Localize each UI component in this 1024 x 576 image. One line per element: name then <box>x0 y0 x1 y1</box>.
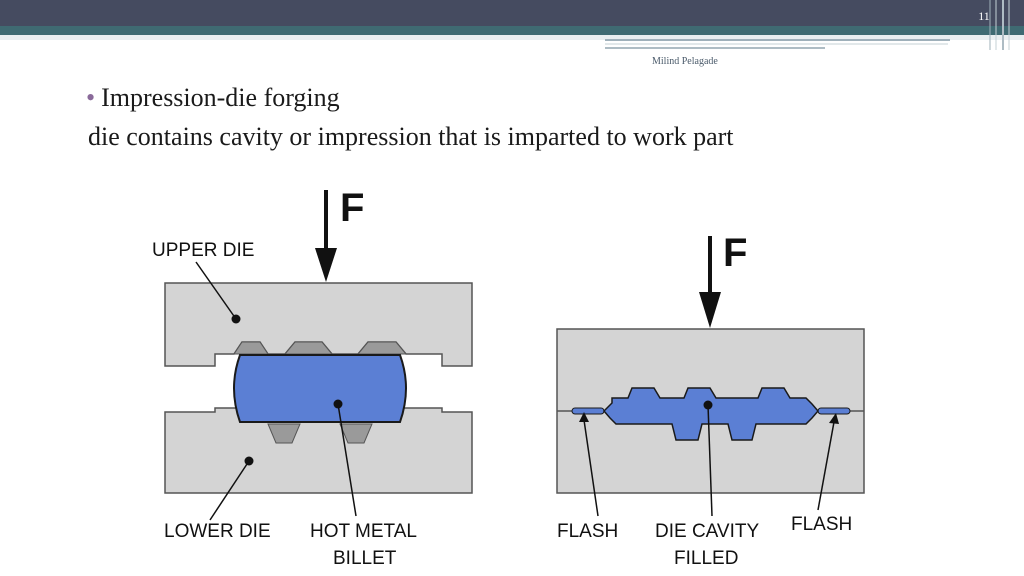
body-text: die contains cavity or impression that i… <box>88 122 734 151</box>
label-flash-right: FLASH <box>791 514 852 535</box>
label-upper-die: UPPER DIE <box>152 240 254 261</box>
flash-right <box>817 407 851 415</box>
force-label-left: F <box>340 186 364 230</box>
force-arrow-left <box>315 190 337 282</box>
label-cavity-line2: FILLED <box>674 548 738 569</box>
label-billet-line1: HOT METAL <box>310 521 417 542</box>
force-label-right: F <box>723 231 747 275</box>
bullet-icon: • <box>86 83 96 112</box>
label-billet-line2: BILLET <box>333 548 397 569</box>
hot-metal-billet <box>233 354 407 423</box>
bullet-item: •Impression-die forging <box>86 83 340 113</box>
die-cavity-filled <box>602 387 819 441</box>
force-arrow-right <box>699 236 721 328</box>
left-diagram: F UPPER DIE LOWER DIE HOT METAL BILLET <box>152 186 473 569</box>
label-lower-die: LOWER DIE <box>164 521 271 542</box>
flash-left <box>571 407 605 415</box>
right-diagram: F FLASH FLASH DIE CAVITY FILLED <box>556 231 865 569</box>
slide-number: 11 <box>978 9 990 23</box>
bullet-text: Impression-die forging <box>101 83 340 112</box>
label-flash-left: FLASH <box>557 521 618 542</box>
header-bar <box>0 0 1024 26</box>
label-cavity-line1: DIE CAVITY <box>655 521 759 542</box>
header-decoration <box>0 0 1024 50</box>
header-accent-bar <box>0 26 1024 35</box>
author-name: Milind Pelagade <box>652 56 718 67</box>
